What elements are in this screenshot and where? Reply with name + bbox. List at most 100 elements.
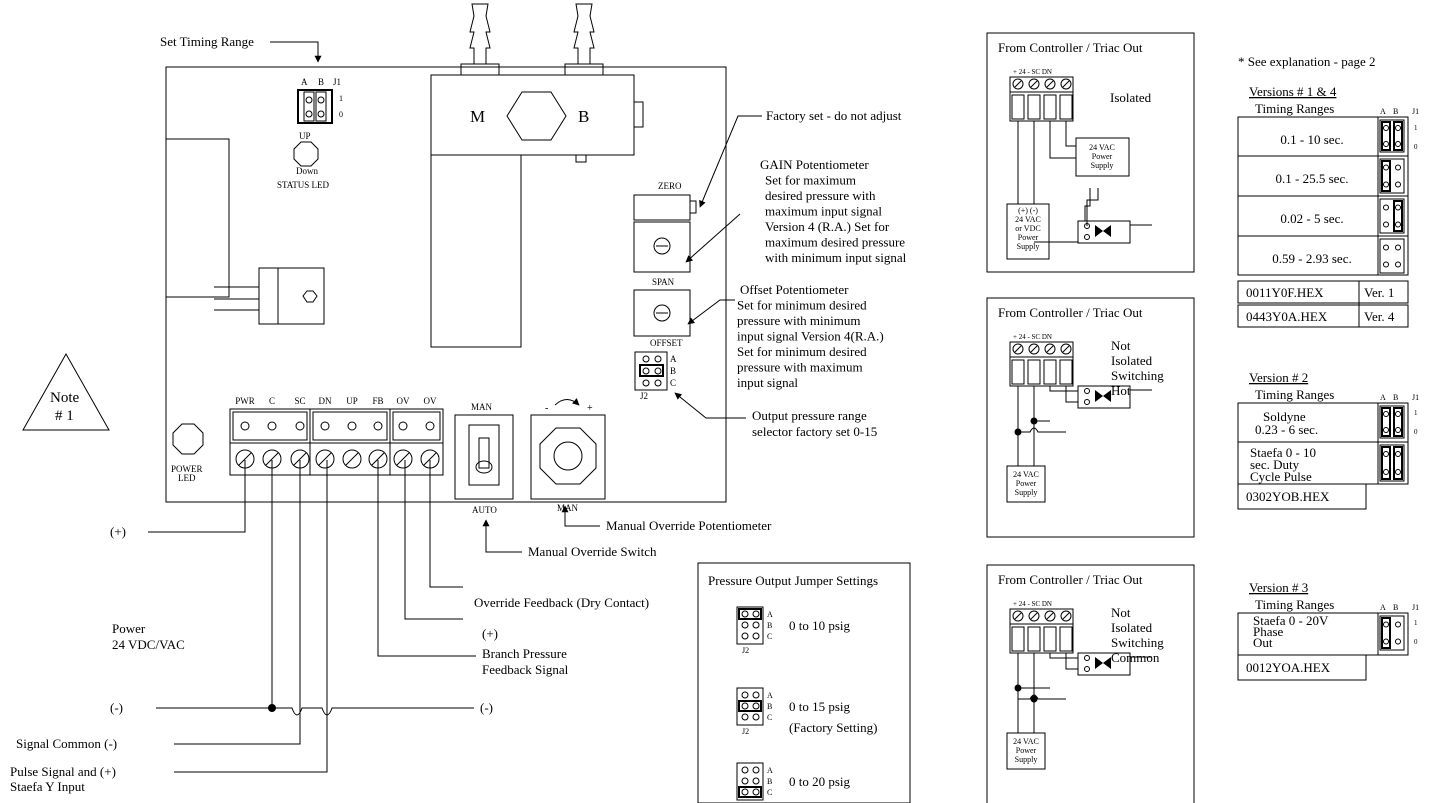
terminal-hole-icon [398, 421, 408, 431]
manual-override-pot[interactable]: - + MAN [530, 398, 606, 514]
pulse-signal-label-2: Staefa Y Input [10, 779, 85, 794]
screw-icon [1012, 78, 1024, 90]
valve-m-label: M [470, 107, 485, 126]
fitting-left-icon [460, 3, 500, 76]
screw-icon [1060, 610, 1072, 622]
jumper-letter: A [767, 610, 773, 619]
power-supply-box-vdc [1006, 203, 1050, 260]
note-triangle-icon [22, 352, 110, 431]
valve-b-label: B [578, 107, 589, 126]
terminal-hole-icon [347, 421, 357, 431]
v2-range-2: Staefa 0 - 10 [1250, 445, 1316, 460]
pulse-signal-label-1: Pulse Signal and (+) [10, 764, 116, 779]
v14-j1: J1 [1412, 107, 1419, 116]
see-explanation-note: * See explanation - page 2 [1238, 54, 1376, 69]
jumper-option-label: 0 to 20 psig [789, 774, 851, 789]
transformer-block [165, 138, 230, 298]
v3-j1: J1 [1412, 603, 1419, 612]
span-pot[interactable] [633, 221, 691, 273]
offset-line-5: pressure with maximum [737, 360, 863, 375]
v3-title: Version # 3 [1249, 580, 1308, 595]
controller-title: From Controller / Triac Out [998, 572, 1143, 587]
screw-icon [1012, 610, 1024, 622]
j1-row-1: 1 [339, 94, 343, 103]
board-outline [165, 66, 727, 503]
jumper-factory-label: (Factory Setting) [789, 720, 877, 735]
v2-title: Version # 2 [1249, 370, 1308, 385]
factory-set-label: Factory set - do not adjust [766, 108, 902, 123]
v2-timing-ranges: Timing Ranges [1255, 387, 1334, 402]
v2-range-2: sec. Duty [1250, 457, 1300, 472]
terminal-hole-icon [320, 421, 330, 431]
v3-row-0: 0 [1414, 638, 1418, 646]
controller-panel-1: From Controller / Triac Out+ 24 - SC DNI… [986, 32, 1195, 273]
zero-label: ZERO [658, 181, 682, 191]
branch-plus-label: (+) [482, 626, 498, 641]
controller-desc-line: Isolated [1110, 90, 1152, 105]
offset-label: OFFSET [650, 338, 683, 348]
set-timing-range-arrow [270, 41, 322, 63]
pot-man-label: MAN [557, 503, 579, 513]
terminal-label-4: UP [346, 396, 358, 406]
j2-c: C [670, 378, 676, 388]
terminal-label-6: OV [397, 396, 410, 406]
terminal-label-7: OV [424, 396, 437, 406]
v14-title: Versions # 1 & 4 [1249, 84, 1337, 99]
fitting-right-icon [564, 3, 604, 76]
screw-icon [1028, 78, 1040, 90]
supply-text: Power [1016, 479, 1037, 488]
span-pot-knob-icon [653, 237, 671, 255]
supply-text: Supply [1091, 161, 1114, 170]
screw-icon [1028, 343, 1040, 355]
jumper-letter: B [767, 777, 772, 786]
span-label: SPAN [652, 277, 675, 287]
power-led-icon [172, 423, 204, 455]
supply-vdc-text: Power [1018, 233, 1039, 242]
zero-trimmer [633, 194, 691, 221]
note-callout: Note # 1 [22, 352, 110, 431]
power-label-1: Power [112, 621, 146, 636]
jumper-letter: C [767, 713, 772, 722]
v14-col-a: A [1380, 107, 1386, 116]
j1-jumper[interactable]: A B J1 1 0 [297, 77, 343, 124]
v14-hex: 0443Y0A.HEX [1246, 309, 1328, 324]
status-led-label: STATUS LED [277, 180, 330, 190]
terminal-screw-icon[interactable] [315, 449, 335, 469]
supply-text: Power [1092, 152, 1113, 161]
controller-title: From Controller / Triac Out [998, 40, 1143, 55]
triac-icon [1077, 385, 1131, 409]
controller-desc-line: Not [1111, 338, 1131, 353]
jumper-letter: A [767, 691, 773, 700]
v14-ver: Ver. 4 [1364, 309, 1395, 324]
terminal-screw-icon[interactable] [342, 449, 362, 469]
up-label: UP [299, 131, 311, 141]
minus-right-label: (-) [480, 700, 493, 715]
terminal-screw-icon[interactable] [393, 449, 413, 469]
left-plus-label: (+) [110, 524, 126, 539]
j2-jumper[interactable]: A B C J2 [634, 351, 677, 401]
manual-override-switch[interactable]: MAN AUTO [454, 402, 514, 515]
jumper-letter: B [767, 621, 772, 630]
jumper-j2-label: J2 [742, 646, 749, 655]
controller-desc-line: Not [1111, 605, 1131, 620]
v14-timing-ranges: Timing Ranges [1255, 101, 1334, 116]
jumper-letter: B [767, 702, 772, 711]
triac-icon [1077, 652, 1131, 676]
terminal-label-0: PWR [235, 396, 255, 406]
jumper-letter: A [767, 766, 773, 775]
signal-common-label: Signal Common (-) [16, 736, 117, 751]
terminal-hole-icon [373, 421, 383, 431]
v14-hex: 0011Y0F.HEX [1246, 285, 1324, 300]
controller-desc-line: Switching [1111, 368, 1164, 383]
terminal-hole-icon [267, 421, 277, 431]
controller-board: Set Timing Range A B J1 1 0 UP Down STAT… [160, 3, 727, 515]
controller-panel-3: From Controller / Triac Out+ 24 - SC DNN… [986, 564, 1195, 803]
offset-pot[interactable] [633, 289, 691, 337]
terminal-label-3: DN [319, 396, 332, 406]
v14-col-b: B [1393, 107, 1398, 116]
